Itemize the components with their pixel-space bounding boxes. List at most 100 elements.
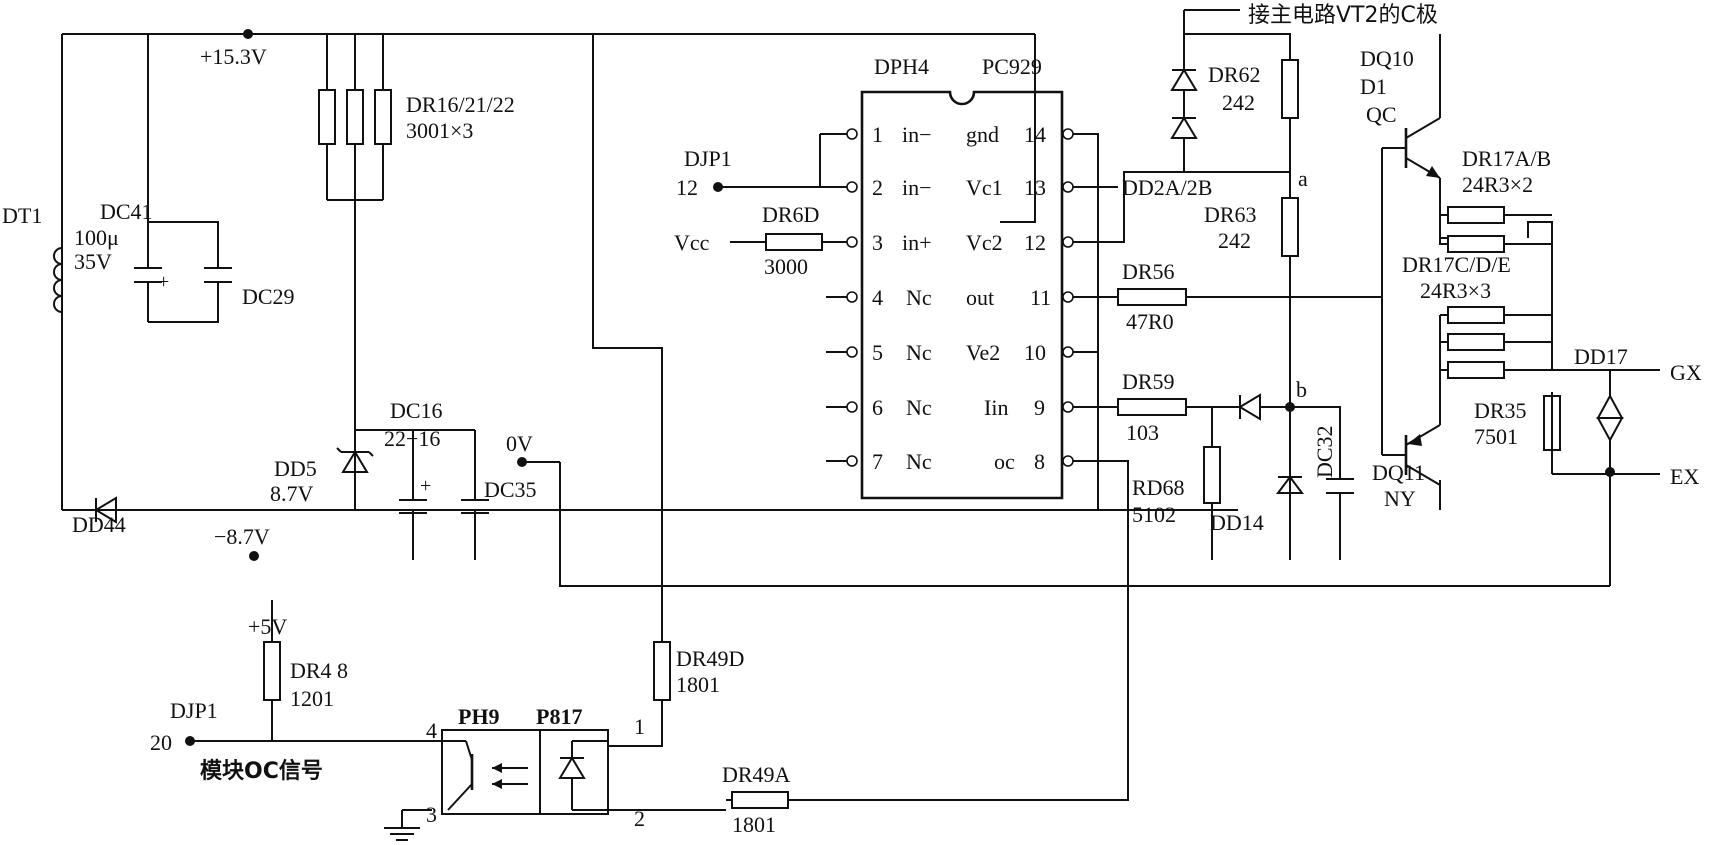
p817-part: P817: [536, 704, 582, 729]
svg-text:in+: in+: [902, 230, 932, 255]
transistor-dq10: DQ10 D1 QC: [1360, 46, 1441, 200]
svg-text:12: 12: [1024, 230, 1046, 255]
transistor-dq11: DQ11 NY: [1372, 392, 1441, 511]
vt2-note: 接主电路VT2的C极: [1248, 3, 1438, 28]
dc16-ref: DC16: [390, 398, 443, 423]
dr56-val: 47R0: [1126, 309, 1174, 334]
dc32-ref: DC32: [1312, 425, 1337, 478]
djp1-bot-ref: DJP1: [170, 698, 218, 723]
svg-text:Nc: Nc: [906, 449, 932, 474]
dr59-ref: DR59: [1122, 369, 1175, 394]
diode-dd2-stack: [1170, 68, 1198, 150]
resistor-rd68: RD68 5102: [1132, 446, 1221, 527]
diode-dd17: DD17: [1574, 344, 1628, 455]
svg-text:Nc: Nc: [906, 285, 932, 310]
dr63-val: 242: [1218, 228, 1251, 253]
dr62-ref: DR62: [1208, 62, 1261, 87]
node-b: b: [1296, 377, 1307, 402]
opto-pin1: 1: [634, 714, 645, 739]
ic-ref: DPH4: [874, 54, 929, 79]
svg-text:5: 5: [872, 340, 883, 365]
svg-text:+: +: [158, 271, 169, 293]
rd68-ref: RD68: [1132, 475, 1185, 500]
ic-pin-12: Vc2 12: [966, 230, 1074, 255]
capacitor-dc32: DC32: [1312, 425, 1354, 494]
dr17cde-val: 24R3×3: [1420, 278, 1491, 303]
diode-dd44: DD44: [72, 496, 126, 537]
ic-pin-3: 3 in+: [846, 230, 932, 255]
wires: [61, 9, 1660, 828]
svg-text:14: 14: [1024, 122, 1046, 147]
plus5v-label: +5V: [248, 614, 287, 639]
ic-pin-7: 7 Nc: [846, 449, 932, 474]
oc-signal-label: 模块OC信号: [200, 758, 323, 784]
ic-pin-13: Vc1 13: [966, 175, 1074, 200]
dr17cde-ref: DR17C/D/E: [1402, 252, 1511, 277]
dq10-type: QC: [1366, 102, 1397, 127]
dq11-type: NY: [1384, 486, 1416, 511]
svg-text:7: 7: [872, 449, 883, 474]
capacitor-dc41: + DC41 100μ 35V: [74, 199, 169, 293]
resistor-dr63: DR63 242: [1204, 197, 1299, 257]
opto-pin4: 4: [426, 718, 437, 743]
transformer-dt1: DT1: [2, 203, 63, 313]
svg-text:oc: oc: [994, 449, 1015, 474]
junctions: [185, 29, 1615, 746]
svg-text:3: 3: [872, 230, 883, 255]
svg-text:13: 13: [1024, 175, 1046, 200]
ph9-ref: PH9: [458, 704, 500, 729]
svg-text:1: 1: [872, 122, 883, 147]
svg-text:4: 4: [872, 285, 883, 310]
dc41-cap: 100μ: [74, 225, 119, 250]
svg-text:out: out: [966, 285, 994, 310]
resistor-dr56: DR56 47R0: [1117, 259, 1187, 334]
dd44-ref: DD44: [72, 512, 126, 537]
svg-text:2: 2: [872, 175, 883, 200]
dr35-val: 7501: [1474, 424, 1518, 449]
dd5-val: 8.7V: [270, 481, 314, 506]
dr49a-ref: DR49A: [722, 762, 791, 787]
resistor-dr35: DR35 7501: [1474, 395, 1561, 451]
dq10-ref: DQ10: [1360, 46, 1414, 71]
dr6d-ref: DR6D: [762, 202, 819, 227]
dr48-ref: DR4 8: [290, 658, 348, 683]
dd17-ref: DD17: [1574, 344, 1628, 369]
resistor-dr59: DR59 103: [1117, 369, 1187, 445]
svg-text:Vc1: Vc1: [966, 175, 1003, 200]
djp1-top-pin: 12: [676, 175, 698, 200]
transformer-ref: DT1: [2, 203, 42, 228]
dr59-val: 103: [1126, 420, 1159, 445]
svg-text:9: 9: [1034, 395, 1045, 420]
rd68-val: 5102: [1132, 502, 1176, 527]
ic-pin-4: 4 Nc: [846, 285, 932, 310]
capacitor-dc35: DC35: [461, 477, 537, 523]
rail-0v: 0V: [506, 431, 533, 456]
dc29-ref: DC29: [242, 284, 295, 309]
dr6d-val: 3000: [764, 254, 808, 279]
dq10-sub: D1: [1360, 74, 1387, 99]
resistor-dr49d: DR49D 1801: [653, 641, 744, 701]
dr35-ref: DR35: [1474, 398, 1527, 423]
ic-pin-9: Iin 9: [984, 395, 1074, 420]
dc16-val: 22−16: [384, 426, 440, 451]
dc41-ref: DC41: [100, 199, 153, 224]
dr16-ref: DR16/21/22: [406, 92, 515, 117]
dc35-ref: DC35: [484, 477, 537, 502]
dr49a-val: 1801: [732, 812, 776, 837]
resistor-dr17ab: DR17A/B 24R3×2: [1447, 146, 1551, 253]
dr48-val: 1201: [290, 686, 334, 711]
svg-text:Vc2: Vc2: [966, 230, 1003, 255]
svg-text:Iin: Iin: [984, 395, 1008, 420]
dr16-val: 3001×3: [406, 118, 473, 143]
resistor-dr62: DR62 242: [1208, 59, 1299, 119]
svg-text:Ve2: Ve2: [966, 340, 1000, 365]
svg-text:6: 6: [872, 395, 883, 420]
